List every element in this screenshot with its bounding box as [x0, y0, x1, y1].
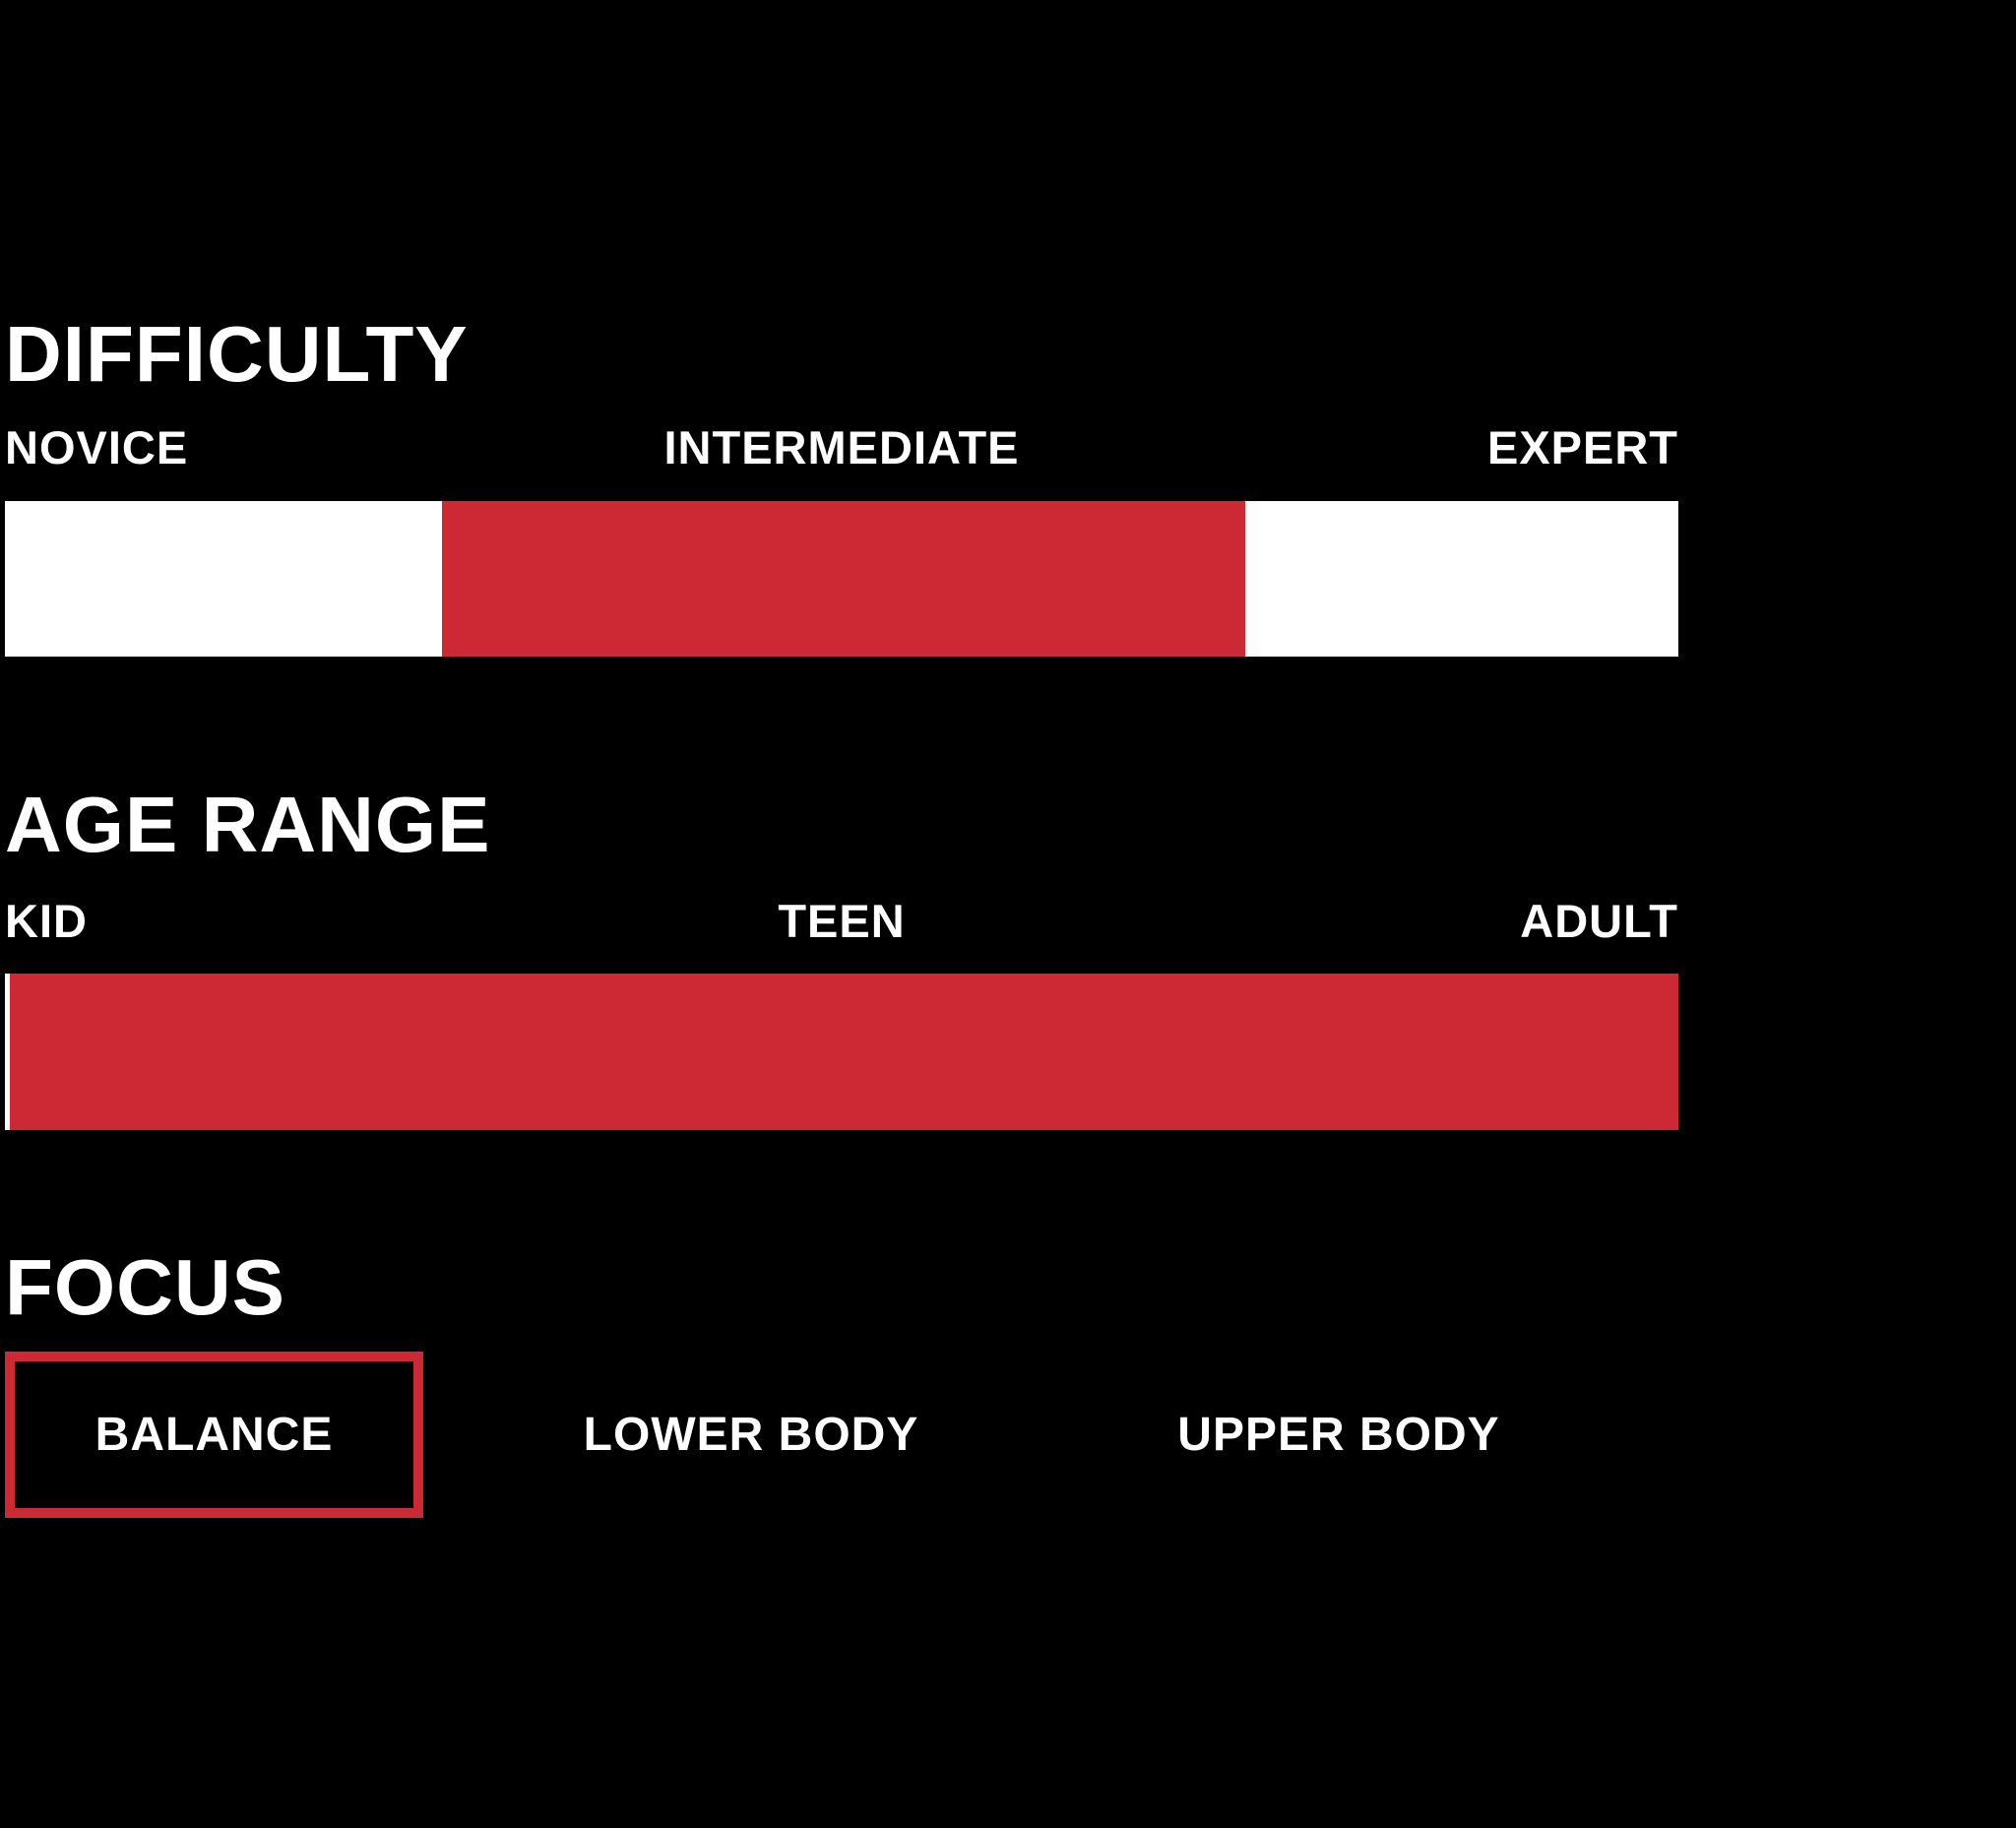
age-bar-track-left — [5, 974, 11, 1130]
age-label-teen: TEEN — [778, 895, 906, 947]
age-range-scale-labels: KID TEEN ADULT — [5, 898, 1678, 944]
focus-options-row: BALANCE LOWER BODY UPPER BODY — [5, 1352, 1678, 1518]
difficulty-label-intermediate: INTERMEDIATE — [663, 421, 1020, 473]
focus-option-lower-body[interactable]: LOWER BODY — [578, 1352, 924, 1518]
focus-option-balance[interactable]: BALANCE — [5, 1352, 423, 1518]
difficulty-label-expert: EXPERT — [1486, 421, 1679, 473]
focus-option-balance-label: BALANCE — [94, 1408, 334, 1461]
age-range-section-title: AGE RANGE — [5, 781, 491, 868]
age-range-bar — [5, 974, 1678, 1130]
spec-panel: DIFFICULTY NOVICE INTERMEDIATE EXPERT AG… — [5, 0, 1678, 1828]
focus-option-upper-body[interactable]: UPPER BODY — [1162, 1352, 1516, 1518]
difficulty-label-novice: NOVICE — [5, 421, 189, 473]
age-label-kid: KID — [5, 895, 88, 947]
difficulty-scale-labels: NOVICE INTERMEDIATE EXPERT — [5, 424, 1678, 471]
difficulty-bar-track-right — [1244, 501, 1678, 657]
age-bar-fill — [10, 974, 1678, 1130]
difficulty-bar-track-left — [5, 501, 442, 657]
difficulty-range-bar — [5, 501, 1678, 657]
focus-option-upper-body-label: UPPER BODY — [1177, 1408, 1500, 1461]
difficulty-section-title: DIFFICULTY — [5, 310, 469, 398]
age-label-adult: ADULT — [1520, 895, 1679, 947]
focus-option-lower-body-label: LOWER BODY — [583, 1408, 919, 1461]
difficulty-bar-fill — [441, 501, 1245, 657]
focus-section-title: FOCUS — [5, 1243, 285, 1331]
